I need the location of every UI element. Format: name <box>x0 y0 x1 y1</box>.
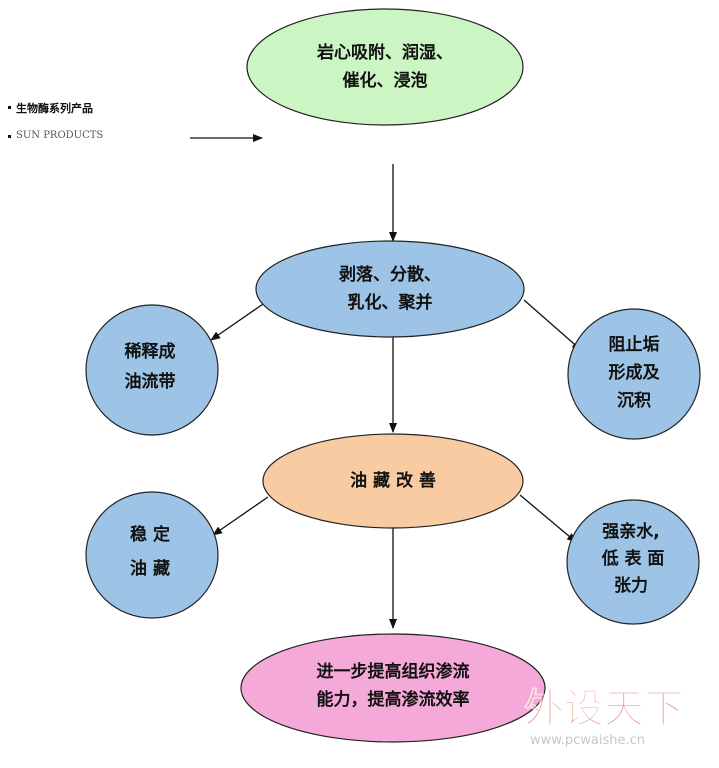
node-left1-line2: 油流带 <box>125 371 176 392</box>
node-left2: 稳 定 油 藏 <box>85 491 219 619</box>
node-right2-shape <box>566 499 700 625</box>
node-bottom: 进一步提高组织渗流 能力，提高渗流效率 <box>240 633 546 743</box>
node-middle-shape <box>255 240 525 338</box>
arrow-middle-to-left1 <box>210 301 267 341</box>
node-right1-line3: 沉积 <box>617 390 651 411</box>
node-center-line1: 油 藏 改 善 <box>350 470 436 491</box>
legend-label-cn: 生物酶系列产品 <box>16 102 93 115</box>
node-top: 岩心吸附、润湿、 催化、浸泡 <box>246 8 524 126</box>
node-left1-line1: 稀释成 <box>125 341 176 362</box>
node-middle-line2: 乳化、聚并 <box>348 292 433 313</box>
arrow-middle-to-right1 <box>523 299 582 351</box>
node-bottom-line1: 进一步提高组织渗流 <box>317 661 470 682</box>
node-top-line2: 催化、浸泡 <box>343 70 428 91</box>
node-right1-shape <box>567 308 701 440</box>
legend-label-en: SUN PRODUCTS <box>16 130 104 141</box>
watermark: 外设天下 www.pcwaishe.cn <box>524 686 685 749</box>
node-right2-line2: 低 表 面 <box>601 548 665 569</box>
node-center: 油 藏 改 善 <box>262 433 524 529</box>
node-middle: 剥落、分散、 乳化、聚并 <box>255 240 525 338</box>
node-right1-line1: 阻止垢 <box>609 334 660 355</box>
node-left2-line1: 稳 定 <box>130 524 170 545</box>
node-top-line1: 岩心吸附、润湿、 <box>316 42 453 63</box>
node-left2-shape <box>85 491 219 619</box>
node-top-shape <box>246 8 524 126</box>
node-right2-line3: 张力 <box>614 575 648 596</box>
node-center-shape <box>262 433 524 529</box>
node-left1-shape <box>85 304 219 436</box>
legend-bullet-1 <box>8 106 11 109</box>
node-middle-line1: 剥落、分散、 <box>339 264 441 285</box>
legend-bullet-2 <box>8 135 11 138</box>
node-right1: 阻止垢 形成及 沉积 <box>567 308 701 440</box>
node-right2-line1: 强亲水, <box>602 521 659 542</box>
watermark-url: www.pcwaishe.cn <box>530 733 645 748</box>
arrow-center-to-left2 <box>212 496 269 536</box>
node-bottom-shape <box>240 633 546 743</box>
node-right2: 强亲水, 低 表 面 张力 <box>566 499 700 625</box>
node-left2-line2: 油 藏 <box>130 558 170 579</box>
node-bottom-line2: 能力，提高渗流效率 <box>317 689 470 710</box>
node-left1: 稀释成 油流带 <box>85 304 219 436</box>
watermark-brand: 外设天下 <box>524 686 684 732</box>
arrow-center-to-right2 <box>519 494 577 543</box>
node-right1-line2: 形成及 <box>609 362 661 383</box>
